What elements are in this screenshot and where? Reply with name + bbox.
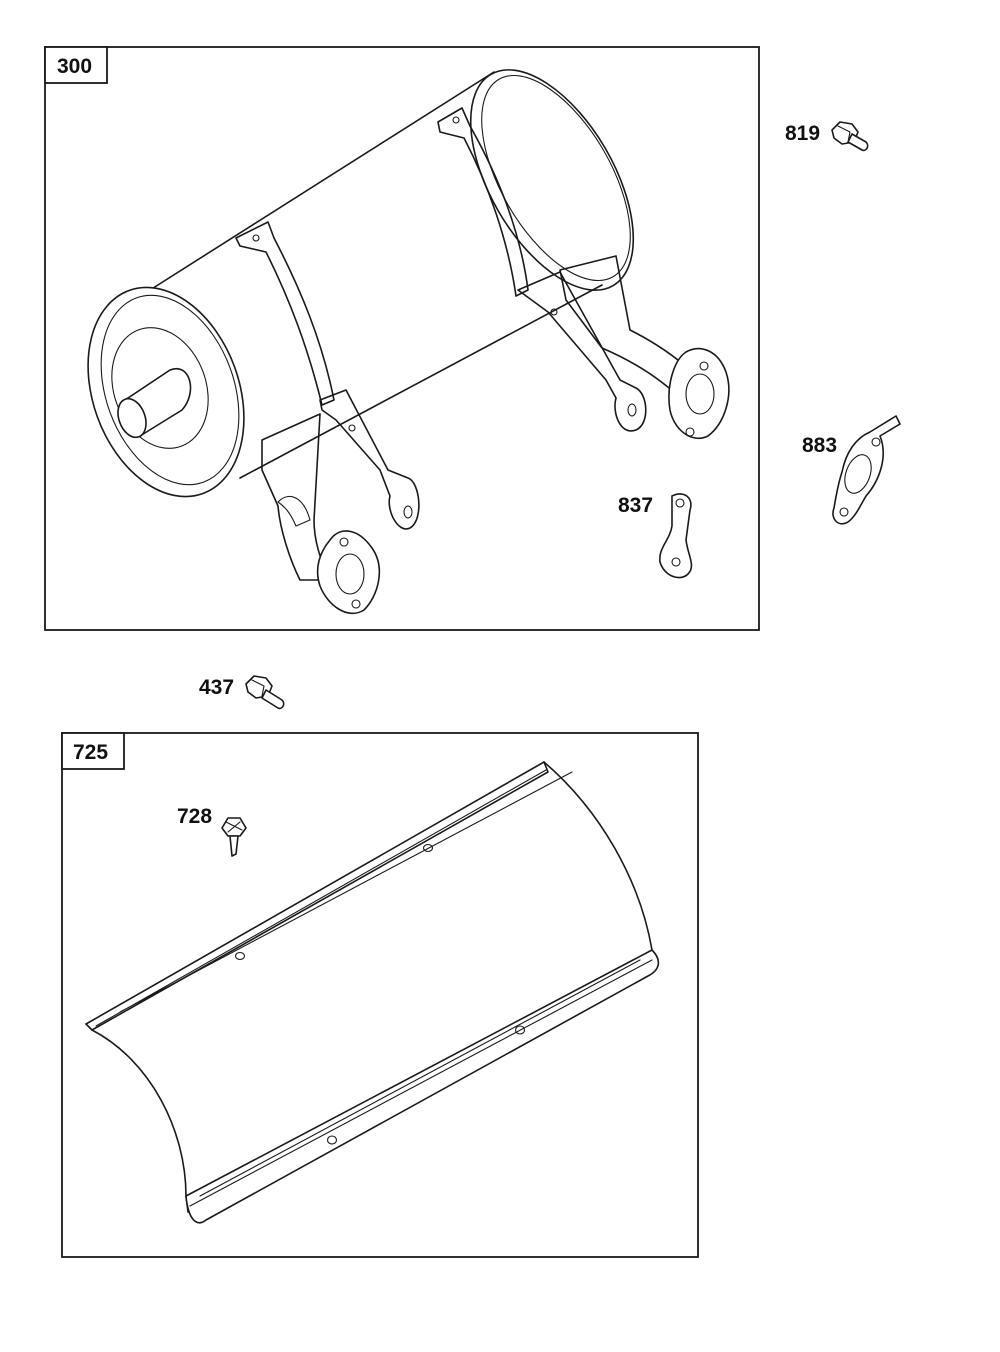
muffler-drawing [87,69,730,615]
group-725-number: 725 [73,741,108,764]
inlet-flange-front-hole-2 [351,599,361,609]
heat-shield-front-curve [91,1029,189,1213]
muffler-front-cap-rim [100,294,240,486]
muffler-bracket-rear [517,271,647,432]
bolt-437-shank [261,689,285,710]
heat-shield-bottom-fold [189,959,653,1207]
part-837-lock-plate: 837 [618,493,693,579]
muffler-strap-rear [437,107,529,297]
heat-shield-bottom-flange [185,949,660,1224]
bracket-front-pin [348,424,356,432]
heat-shield-top-lip [85,761,549,1031]
bolt-437-flange [251,679,265,697]
heat-shield-drawing [85,761,660,1224]
gasket-883-hole-1 [871,437,881,447]
part-837-label: 837 [618,494,653,517]
muffler-strap-front [235,221,335,406]
lock-plate-837-icon [659,493,693,579]
group-300-number: 300 [57,55,92,78]
muffler-front-cap-inner [111,327,209,449]
group-300-muffler-assembly: 300 [44,46,760,631]
inlet-pipe-front-cutout [277,496,311,527]
heat-shield-crease [199,959,641,1197]
part-819-label: 819 [785,122,820,145]
gasket-883-icon [832,415,901,525]
group-300-tag [44,46,108,84]
group-725-frame [61,732,699,1258]
muffler-rear-cap [469,69,635,291]
inlet-flange-rear [668,347,730,439]
bracket-front-hole [403,505,413,519]
heat-shield-top-fold [95,769,573,1027]
muffler-outlet-opening [117,397,147,439]
heat-shield-hole-1 [422,843,434,853]
screw-728-head-ridge [225,821,243,833]
part-437-bolt: 437 [199,675,285,710]
part-728-screw: 728 [177,805,247,857]
heat-shield-hole-3 [514,1025,526,1035]
inlet-flange-rear-bore [685,373,715,415]
group-725-tag [61,732,125,770]
bolt-819-shank [847,133,869,152]
heat-shield-hole-4 [326,1135,338,1145]
part-883-label: 883 [802,434,837,457]
part-819-bolt: 819 [785,121,869,152]
group-725-heat-shield-assembly: 725 728 [61,732,699,1258]
heat-shield-rear-curve [543,761,653,951]
lock-plate-837-hole-2 [671,557,681,567]
muffler-cylinder [149,71,603,479]
bracket-rear-hole [627,403,637,417]
heat-shield-hole-2 [234,951,246,961]
strap-front-hole [252,234,260,242]
gasket-883-hole-2 [839,507,849,517]
group-300-frame [44,46,760,631]
muffler-inlet-pipe-front [261,413,331,581]
part-437-label: 437 [199,676,234,699]
inlet-flange-rear-hole-1 [699,361,709,371]
inlet-flange-rear-hole-2 [685,427,695,437]
inlet-flange-front [316,530,381,615]
gasket-883-bore [844,454,872,494]
strap-rear-hole [452,116,460,124]
inlet-flange-front-hole-1 [339,537,349,547]
muffler-rear-cap-rim [481,74,631,282]
bolt-819-flange [837,125,851,143]
part-883-gasket: 883 [802,415,901,525]
bracket-rear-pin [550,308,558,316]
inlet-flange-front-bore [335,553,365,595]
muffler-bracket-front [319,389,420,530]
lock-plate-837-hole-1 [675,498,685,508]
part-728-label: 728 [177,805,212,828]
screw-728-shank [229,835,239,857]
